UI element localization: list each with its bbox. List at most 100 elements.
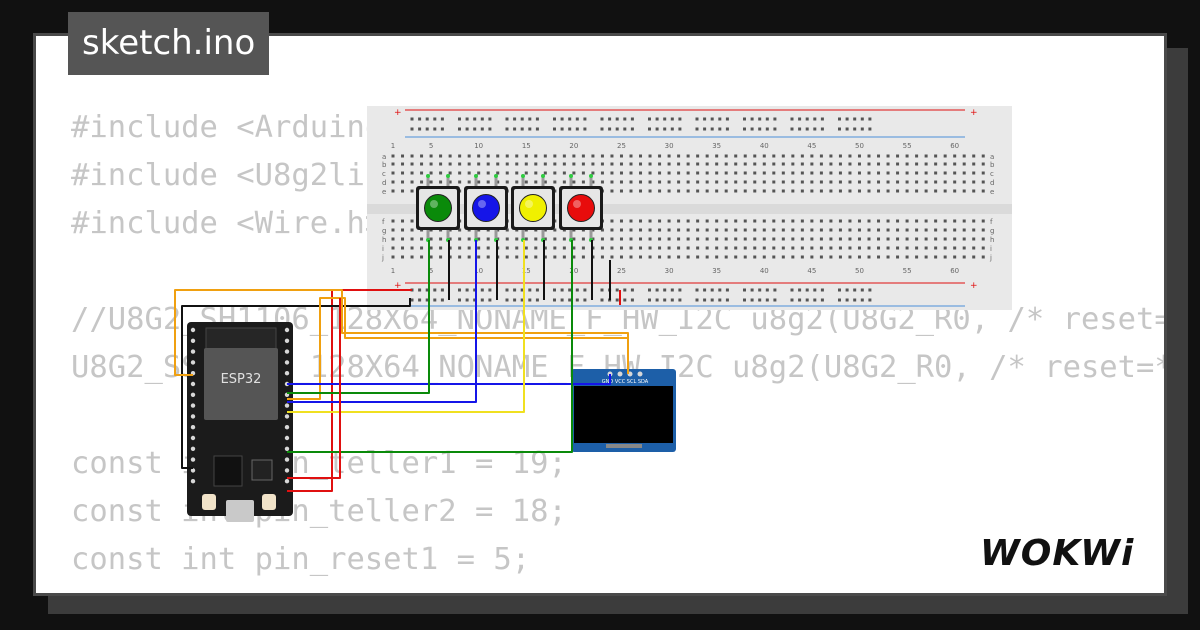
terminal-hole xyxy=(534,162,538,166)
terminal-hole xyxy=(934,255,938,259)
terminal-hole xyxy=(972,246,976,250)
pushbutton-cap xyxy=(567,194,595,222)
terminal-hole xyxy=(762,219,766,223)
terminal-hole xyxy=(391,162,395,166)
rail-hole xyxy=(773,298,777,302)
terminal-hole xyxy=(800,171,804,175)
terminal-hole xyxy=(934,246,938,250)
terminal-hole xyxy=(553,171,557,175)
terminal-hole xyxy=(734,255,738,259)
rail-hole xyxy=(425,127,429,131)
rail-hole xyxy=(600,288,604,292)
rail-hole xyxy=(655,298,659,302)
rail-plus-label: + xyxy=(394,281,402,291)
column-number: 55 xyxy=(903,142,912,150)
pushbutton-leg xyxy=(541,176,545,186)
rail-hole xyxy=(820,288,824,292)
row-letter: f xyxy=(382,218,385,226)
terminal-hole xyxy=(486,246,490,250)
terminal-hole xyxy=(439,246,443,250)
rail-plus-label: + xyxy=(970,281,978,291)
terminal-hole xyxy=(905,237,909,241)
terminal-hole xyxy=(448,171,452,175)
sketch-title[interactable]: sketch.ino xyxy=(68,12,270,75)
terminal-hole xyxy=(496,171,500,175)
terminal-hole xyxy=(401,255,405,259)
terminal-hole xyxy=(515,237,519,241)
terminal-hole xyxy=(724,255,728,259)
rail-plus-label: + xyxy=(394,108,402,118)
row-letter: j xyxy=(989,254,992,262)
esp32-pin-right xyxy=(284,403,290,408)
rail-hole xyxy=(663,127,667,131)
terminal-hole xyxy=(743,255,747,259)
terminal-hole xyxy=(962,255,966,259)
wokwi-logo-text: WOKWi xyxy=(980,533,1134,574)
terminal-hole xyxy=(448,180,452,184)
terminal-hole xyxy=(572,180,576,184)
terminal-hole xyxy=(962,219,966,223)
rail-hole xyxy=(860,127,864,131)
terminal-hole xyxy=(619,246,623,250)
terminal-hole xyxy=(896,255,900,259)
wokwi-logo[interactable]: WOKWi xyxy=(978,530,1150,578)
terminal-hole xyxy=(743,189,747,193)
terminal-hole xyxy=(581,237,585,241)
terminal-hole xyxy=(705,219,709,223)
terminal-hole xyxy=(534,154,538,158)
esp32-pin-right xyxy=(284,327,290,333)
terminal-hole xyxy=(734,171,738,175)
terminal-hole xyxy=(753,180,757,184)
rail-hole xyxy=(600,117,604,121)
rail-hole xyxy=(583,127,587,131)
terminal-hole xyxy=(534,255,538,259)
terminal-hole xyxy=(420,180,424,184)
rail-hole xyxy=(725,288,729,292)
terminal-hole xyxy=(696,237,700,241)
rail-hole xyxy=(845,288,849,292)
terminal-hole xyxy=(610,237,614,241)
terminal-hole xyxy=(448,154,452,158)
terminal-hole xyxy=(705,171,709,175)
terminal-hole xyxy=(905,154,909,158)
rail-hole xyxy=(703,288,707,292)
terminal-hole xyxy=(562,154,566,158)
terminal-hole xyxy=(534,246,538,250)
terminal-hole xyxy=(505,162,509,166)
column-number: 25 xyxy=(617,142,626,150)
rail-hole xyxy=(600,127,604,131)
terminal-hole xyxy=(867,255,871,259)
terminal-hole xyxy=(724,246,728,250)
terminal-hole xyxy=(677,171,681,175)
terminal-hole xyxy=(639,246,643,250)
rail-hole xyxy=(790,298,794,302)
esp32-pin-left xyxy=(190,327,196,333)
terminal-hole xyxy=(391,237,395,241)
terminal-hole xyxy=(696,255,700,259)
terminal-hole xyxy=(829,228,833,232)
terminal-hole xyxy=(553,162,557,166)
terminal-hole xyxy=(648,189,652,193)
rail-hole xyxy=(418,117,422,121)
terminal-hole xyxy=(619,154,623,158)
rail-hole xyxy=(458,288,461,292)
esp32-button-boot xyxy=(202,494,216,510)
column-number: 50 xyxy=(855,142,864,150)
rail-hole xyxy=(838,127,841,131)
pushbutton-leg xyxy=(446,176,450,186)
rail-hole xyxy=(473,298,477,302)
terminal-hole xyxy=(410,237,414,241)
terminal-hole xyxy=(448,255,452,259)
rail-hole xyxy=(670,288,674,292)
terminal-hole xyxy=(943,162,947,166)
rail-hole xyxy=(568,127,572,131)
terminal-hole xyxy=(924,237,928,241)
terminal-hole xyxy=(486,237,490,241)
terminal-hole xyxy=(658,189,662,193)
terminal-hole xyxy=(458,237,462,241)
terminal-hole xyxy=(791,228,795,232)
terminal-hole xyxy=(677,255,681,259)
terminal-hole xyxy=(429,255,433,259)
terminal-hole xyxy=(915,180,919,184)
